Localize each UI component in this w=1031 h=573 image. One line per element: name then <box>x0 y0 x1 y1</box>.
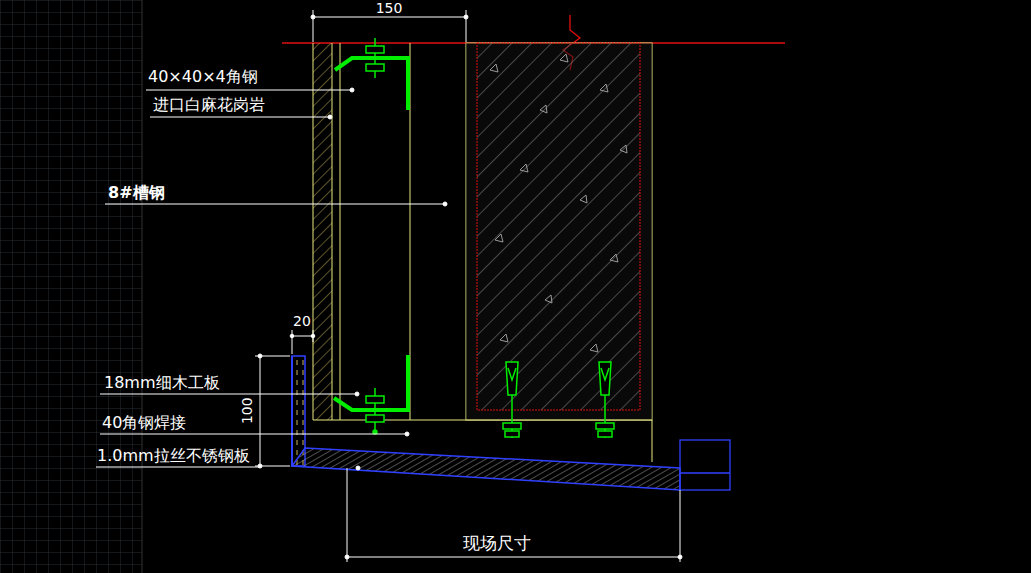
stainless-plate <box>292 448 680 490</box>
dimension-line <box>345 466 682 562</box>
dimension-line <box>313 17 466 18</box>
cad-grid <box>0 0 142 573</box>
channel-steel <box>652 420 653 462</box>
floor-block <box>680 440 730 490</box>
concrete-wall <box>610 254 618 262</box>
concrete-wall <box>545 295 552 303</box>
material-label: 1.0mm拉丝不锈钢板 <box>97 447 250 465</box>
material-label: 18mm细木工板 <box>104 374 220 392</box>
anchor-bolt <box>601 368 609 380</box>
dimension-text: 150 <box>376 1 403 16</box>
dimension-line <box>356 466 360 470</box>
granite-panel <box>313 43 332 420</box>
leader-line <box>105 204 445 205</box>
concrete-wall <box>590 344 598 352</box>
channel-steel <box>313 420 652 421</box>
dimension-line <box>311 15 315 19</box>
material-label: 8#槽钢 <box>108 184 165 202</box>
material-label: 40角钢焊接 <box>102 414 186 432</box>
leader-line <box>146 90 352 91</box>
leader-line <box>100 434 407 435</box>
channel-steel <box>313 43 652 462</box>
bolt <box>366 396 384 403</box>
dimension-line <box>345 555 349 559</box>
leader-line <box>328 115 332 119</box>
concrete-wall <box>500 334 508 342</box>
floor-block <box>680 440 730 490</box>
concrete-wall <box>490 64 498 72</box>
granite-panel <box>332 43 333 420</box>
dimension-line <box>464 15 468 19</box>
angle-bracket <box>334 58 408 410</box>
material-label: 进口白麻花岗岩 <box>153 96 265 114</box>
leader-line <box>355 392 359 396</box>
bolt <box>374 38 376 78</box>
dimension-line <box>347 468 348 562</box>
concrete-wall <box>520 164 528 172</box>
angle-bracket <box>335 58 408 110</box>
granite-panel <box>340 43 341 420</box>
stainless-plate <box>291 356 293 466</box>
floor-block <box>680 472 730 473</box>
leader-line <box>443 202 447 206</box>
anchor-bolt <box>508 368 516 380</box>
dimension-line <box>292 330 293 354</box>
dimension-line <box>255 354 290 468</box>
concrete-wall <box>620 145 627 153</box>
leader-line <box>350 88 354 92</box>
dimension-line <box>290 330 315 354</box>
dimension-line <box>311 334 315 338</box>
anchor-bolt <box>503 362 614 438</box>
dimension-line <box>260 356 261 466</box>
dimension-line <box>347 557 680 558</box>
bolt <box>366 415 384 422</box>
concrete-wall <box>466 43 652 420</box>
dimension-line <box>678 555 682 559</box>
concrete-wall <box>495 234 503 242</box>
leader-line <box>100 394 357 395</box>
dimension-line <box>680 490 681 562</box>
material-label: 40×40×4角钢 <box>148 68 258 86</box>
bolt <box>366 38 384 434</box>
dimension-text: 现场尺寸 <box>463 534 531 553</box>
bolt <box>366 46 384 53</box>
anchor-bolt <box>506 362 518 395</box>
concrete-wall <box>466 43 652 420</box>
anchor-bolt <box>503 423 521 429</box>
anchor-bolt <box>505 431 519 437</box>
concrete-wall <box>540 105 547 113</box>
concrete-wall <box>580 195 587 203</box>
leader-line <box>96 467 262 468</box>
concrete-wall <box>466 43 652 420</box>
stainless-plate <box>292 356 680 490</box>
bolt <box>374 388 376 432</box>
concrete-wall <box>490 54 627 352</box>
cad-grid <box>0 0 142 573</box>
concrete-wall <box>600 84 608 92</box>
leader-line <box>150 117 330 118</box>
anchor-bolt <box>596 423 614 429</box>
leader-line <box>405 432 409 436</box>
dimension-text: 100 <box>239 398 254 425</box>
anchor-bolt <box>598 431 612 437</box>
angle-bracket <box>334 355 408 410</box>
granite-panel <box>313 43 340 420</box>
dimension-text: 20 <box>293 314 311 329</box>
concrete-wall <box>477 43 640 410</box>
dimension-line <box>290 334 294 338</box>
bolt <box>366 64 384 71</box>
granite-panel <box>313 43 314 420</box>
concrete-wall <box>560 54 568 62</box>
leader-line <box>96 88 447 467</box>
dimension-line <box>292 336 313 337</box>
anchor-bolt <box>599 362 611 395</box>
dimension-line <box>258 354 262 358</box>
bolt <box>373 430 377 434</box>
cad-grid <box>142 0 143 573</box>
